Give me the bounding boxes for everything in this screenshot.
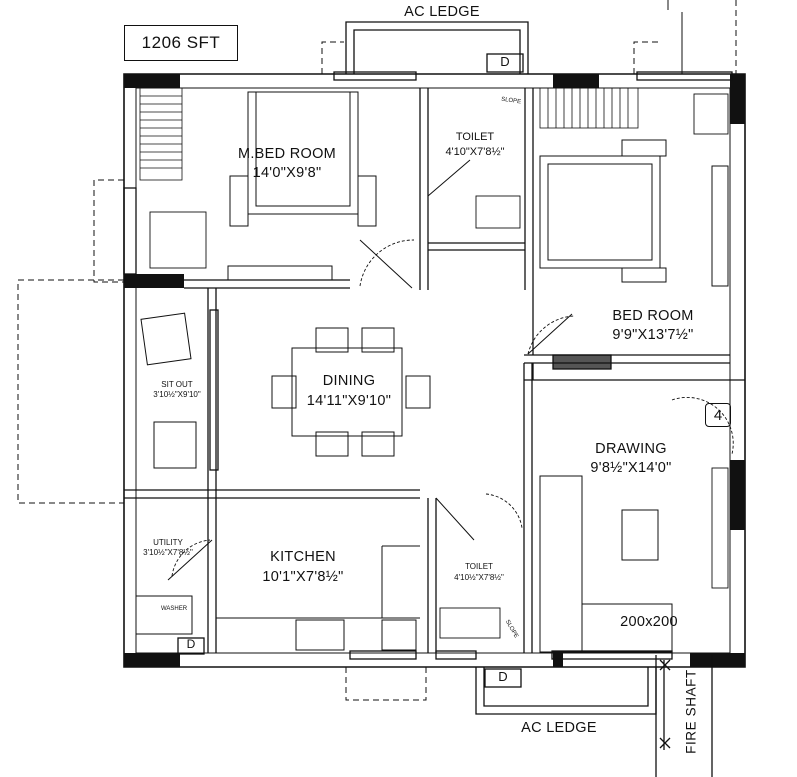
outer-wall — [123, 73, 746, 668]
area-label: 1206 SFT — [124, 25, 238, 61]
ac-ledge-top — [345, 21, 529, 74]
hatched-wall — [552, 354, 612, 370]
duct-label-utility: D — [186, 637, 196, 651]
duct-bottom — [484, 668, 522, 688]
bed — [539, 139, 729, 287]
room-sit-out-name: SIT OUT — [161, 380, 193, 389]
window — [209, 309, 219, 471]
room-kitchen-size: 10'1"X7'8½" — [262, 569, 344, 585]
room-toilet-top-size: 4'10"X7'8½" — [445, 146, 505, 158]
ac-ledge-top-label: AC LEDGE — [404, 4, 480, 20]
bed — [227, 91, 377, 281]
room-toilet-top-name: TOILET — [455, 131, 495, 143]
dining-table — [271, 327, 431, 457]
columns — [124, 74, 745, 667]
fire-shaft-label: FIRE SHAFT — [683, 669, 699, 754]
stairs — [139, 87, 639, 181]
window — [636, 71, 733, 81]
room-m-bed-room-size: 14'0"X9'8" — [252, 165, 322, 181]
duct-label-top: D — [500, 54, 510, 69]
room-dining-size: 14'11"X9'10" — [306, 393, 392, 409]
window — [333, 71, 417, 81]
duct-top — [486, 53, 524, 73]
washer-label: WASHER — [160, 606, 188, 612]
room-m-bed-room-name: M.BED ROOM — [237, 146, 337, 162]
duct-utility — [177, 637, 205, 655]
window — [349, 650, 417, 660]
room-drawing-name: DRAWING — [595, 441, 667, 457]
room-bed-room-name: BED ROOM — [612, 308, 694, 324]
room-utility-size: 3'10½"X7'8½" — [143, 548, 193, 557]
room-bed-room-size: 9'9"X13'7½" — [612, 327, 694, 343]
shaft-size-label: 200x200 — [620, 614, 678, 630]
interior-walls — [124, 88, 745, 653]
window — [435, 650, 477, 660]
room-toilet-bottom-size: 4'10½"X7'8½" — [454, 573, 504, 582]
room-kitchen-name: KITCHEN — [270, 549, 336, 565]
room-dining-name: DINING — [322, 373, 376, 389]
sofa — [539, 475, 673, 653]
duct-label-bottom: D — [498, 669, 508, 684]
ac-ledge-bottom-label: AC LEDGE — [521, 720, 597, 736]
room-drawing-size: 9'8½"X14'0" — [590, 460, 672, 476]
window — [551, 650, 673, 660]
door-swing — [171, 239, 734, 577]
unit-number: 4 — [705, 403, 731, 427]
window — [123, 187, 137, 275]
room-toilet-bottom-name: TOILET — [465, 562, 493, 571]
fire-shaft — [655, 655, 713, 777]
room-utility-name: UTILITY — [153, 538, 183, 547]
room-sit-out-size: 3'10½"X9'10" — [153, 390, 201, 399]
kitchen-counter — [216, 545, 420, 651]
